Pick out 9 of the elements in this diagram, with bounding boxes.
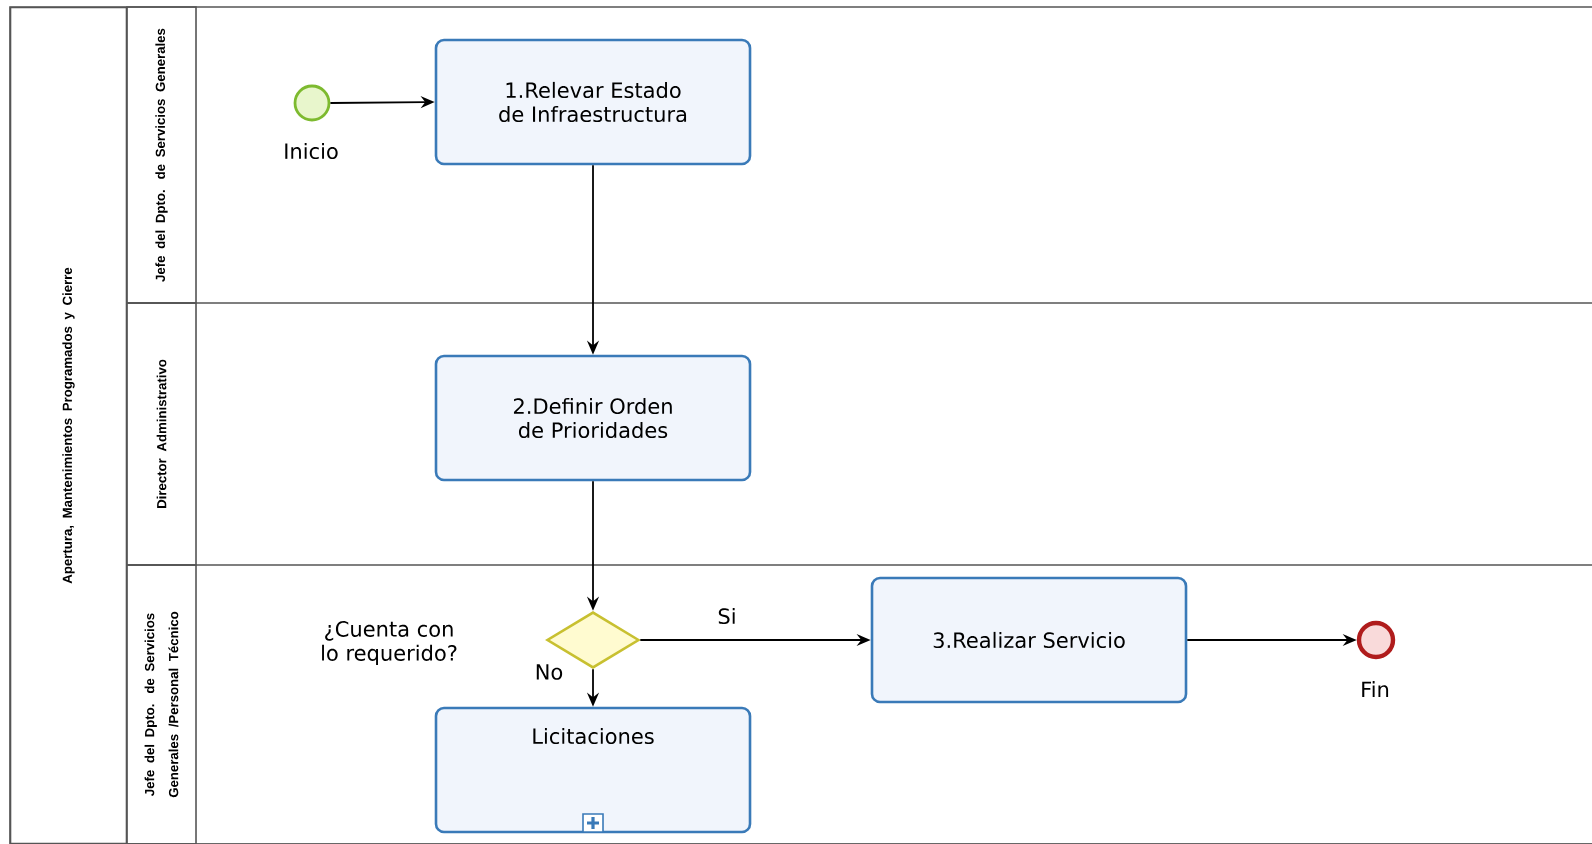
event-label: Fin xyxy=(1362,681,1389,697)
event-label: Inicio xyxy=(285,142,338,160)
task-box: 3.Realizar Servicio xyxy=(870,576,1188,704)
task-box: Licitaciones xyxy=(434,706,752,834)
task-box: 2.Definir Orden de Prioridades xyxy=(434,354,752,482)
edge-label: Si xyxy=(718,607,735,625)
gateway-label: ¿Cuenta con lo requerido? xyxy=(322,621,457,665)
edge-label: No xyxy=(536,664,563,680)
task-box: 1.Relevar Estado de Infraestructura xyxy=(434,38,752,166)
